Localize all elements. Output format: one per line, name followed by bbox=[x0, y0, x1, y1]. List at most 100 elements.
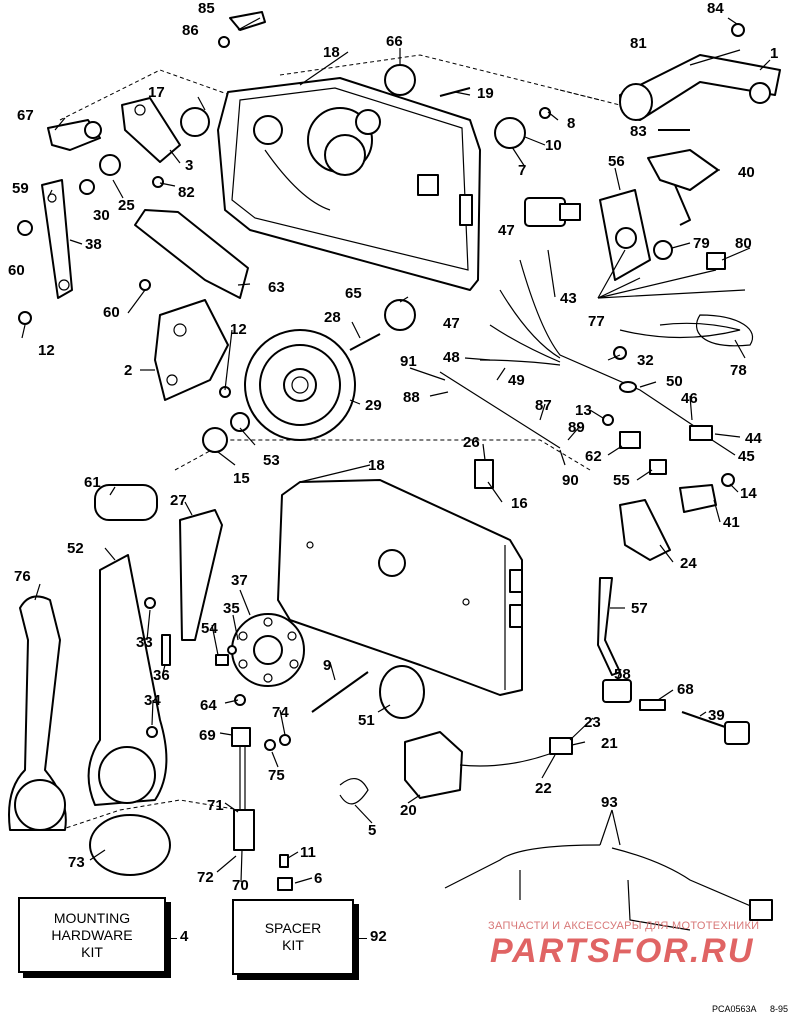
bracket-57 bbox=[597, 577, 621, 676]
shift-arm-81 bbox=[619, 54, 781, 121]
mounting-kit-leader bbox=[167, 938, 177, 939]
callout: 44 bbox=[745, 430, 762, 447]
callout: 47 bbox=[498, 222, 515, 239]
callout: 41 bbox=[723, 514, 740, 531]
callout: 60 bbox=[8, 262, 25, 279]
handle-52 bbox=[87, 554, 168, 806]
callout: 49 bbox=[508, 372, 525, 389]
cable-87 bbox=[439, 371, 561, 449]
lower-control-housing bbox=[277, 479, 523, 696]
callout: 40 bbox=[738, 164, 755, 181]
callout: 59 bbox=[12, 180, 29, 197]
callout: 55 bbox=[613, 472, 630, 489]
upper-control-housing bbox=[217, 77, 481, 291]
callout: 8 bbox=[567, 115, 575, 132]
wire-harness-44 bbox=[479, 259, 713, 441]
callout: 56 bbox=[608, 153, 625, 170]
callout: 28 bbox=[324, 309, 341, 326]
callout: 17 bbox=[148, 84, 165, 101]
callout: 60 bbox=[103, 304, 120, 321]
callout: 52 bbox=[67, 540, 84, 557]
callout: 34 bbox=[144, 692, 161, 709]
callout: 46 bbox=[681, 390, 698, 407]
callout: 14 bbox=[740, 485, 757, 502]
spacer-kit-label-line1: SPACER bbox=[264, 920, 322, 936]
leader-lines bbox=[21, 17, 771, 884]
spacer-kit-leader bbox=[355, 938, 367, 939]
callout: 12 bbox=[38, 342, 55, 359]
callout: 81 bbox=[630, 35, 647, 52]
callout: 13 bbox=[575, 402, 592, 419]
callout: 3 bbox=[185, 157, 193, 174]
callout: 64 bbox=[200, 697, 217, 714]
callout: 18 bbox=[368, 457, 385, 474]
callout: 36 bbox=[153, 667, 170, 684]
callout: 16 bbox=[511, 495, 528, 512]
callout: 18 bbox=[323, 44, 340, 61]
callout-numbers: 85 86 84 18 66 81 1 17 67 19 8 83 3 10 5… bbox=[8, 0, 778, 894]
callout: 11 bbox=[300, 844, 316, 861]
lanyard-78 bbox=[619, 322, 741, 339]
callout: 48 bbox=[443, 349, 460, 366]
callout: 39 bbox=[708, 707, 725, 724]
callout: 24 bbox=[680, 555, 697, 572]
mounting-kit-label-line3: KIT bbox=[81, 943, 103, 960]
date-code: 8-95 bbox=[770, 1004, 789, 1014]
callout: 85 bbox=[198, 0, 215, 17]
detent-58 bbox=[602, 679, 632, 703]
callout: 21 bbox=[601, 735, 618, 752]
callout: 86 bbox=[182, 22, 199, 39]
hub-37 bbox=[231, 613, 305, 687]
callout: 26 bbox=[463, 434, 480, 451]
spacer-kit-number: 92 bbox=[370, 928, 387, 945]
plate-63 bbox=[134, 209, 249, 299]
callout: 15 bbox=[233, 470, 250, 487]
detent-plate-2 bbox=[154, 299, 229, 401]
mounting-hardware-kit-box: MOUNTING HARDWARE KIT bbox=[18, 897, 166, 973]
callout: 1 bbox=[770, 45, 778, 62]
callout: 2 bbox=[124, 362, 132, 379]
lever-27 bbox=[179, 509, 223, 641]
throttle-arm-38 bbox=[41, 179, 73, 299]
callout: 58 bbox=[614, 666, 631, 683]
link-3 bbox=[121, 97, 181, 163]
callout: 89 bbox=[568, 419, 585, 436]
switch-39 bbox=[681, 711, 750, 745]
callout: 32 bbox=[637, 352, 654, 369]
callout: 66 bbox=[386, 33, 403, 50]
callout: 61 bbox=[84, 474, 101, 491]
callout: 72 bbox=[197, 869, 214, 886]
callout: 51 bbox=[358, 712, 375, 729]
block-41 bbox=[679, 484, 717, 513]
callout: 68 bbox=[677, 681, 694, 698]
mounting-kit-number: 4 bbox=[180, 928, 189, 945]
callout: 79 bbox=[693, 235, 710, 252]
callout: 73 bbox=[68, 854, 85, 871]
callout: 37 bbox=[231, 572, 248, 589]
clip-5 bbox=[339, 778, 369, 805]
callout: 90 bbox=[562, 472, 579, 489]
callout: 25 bbox=[118, 197, 135, 214]
handle-76 bbox=[8, 595, 67, 831]
callout: 22 bbox=[535, 780, 552, 797]
assembly-guide-lines bbox=[59, 54, 621, 831]
watermark-tagline: ЗАПЧАСТИ И АКСЕССУАРЫ ДЛЯ МОТОТЕХНИКИ bbox=[488, 920, 760, 932]
callout: 76 bbox=[14, 568, 31, 585]
gasket-73 bbox=[89, 814, 171, 876]
callout: 19 bbox=[477, 85, 494, 102]
callout: 23 bbox=[584, 714, 601, 731]
callout: 93 bbox=[601, 794, 618, 811]
callout: 84 bbox=[707, 0, 724, 17]
spacer-kit-box: SPACER KIT bbox=[232, 899, 354, 975]
callout: 5 bbox=[368, 822, 376, 839]
screw-9 bbox=[311, 671, 369, 713]
grip-61 bbox=[94, 484, 158, 521]
callout: 10 bbox=[545, 137, 562, 154]
spacer-kit-label-line2: KIT bbox=[282, 937, 304, 953]
plate-24 bbox=[619, 499, 671, 561]
bracket-40 bbox=[647, 149, 719, 226]
callout: 33 bbox=[136, 634, 153, 651]
link-67 bbox=[47, 119, 102, 151]
callout: 62 bbox=[585, 448, 602, 465]
